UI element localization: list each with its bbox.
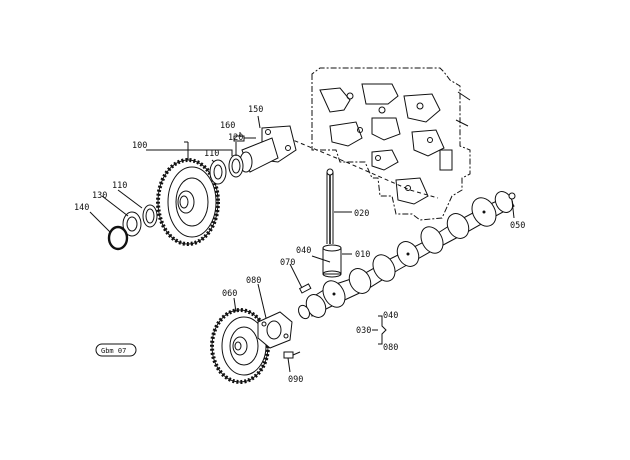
label-040-top: 040	[296, 246, 311, 256]
engine-block	[311, 67, 471, 221]
collar-110b	[142, 204, 158, 228]
label-110-upper: 110	[204, 149, 219, 159]
catalog-stamp: Gbm 07	[95, 343, 137, 357]
key-070	[298, 283, 312, 294]
bushing-120	[228, 154, 244, 178]
label-050: 050	[510, 221, 525, 231]
label-100: 100	[132, 141, 147, 151]
label-160: 160	[220, 121, 235, 131]
label-090: 090	[288, 375, 303, 385]
label-080-top: 080	[246, 276, 261, 286]
label-040-brace: 040	[383, 311, 398, 321]
label-110-lower: 110	[112, 181, 127, 191]
bolt-090	[283, 351, 301, 359]
snap-ring-140	[107, 225, 129, 251]
label-140: 140	[74, 203, 89, 213]
part-labels: 010 020 030 040 040 050 060 070 080 080 …	[74, 105, 525, 385]
thrust-plate	[257, 311, 293, 349]
label-010: 010	[355, 250, 370, 260]
camshaft	[297, 191, 515, 320]
idler-shaft	[239, 125, 297, 173]
washer-130	[122, 211, 142, 237]
leader-lines	[89, 115, 515, 373]
label-030: 030	[356, 326, 371, 336]
label-020: 020	[354, 209, 369, 219]
idler-gear	[156, 158, 220, 246]
label-080-brace: 080	[383, 343, 398, 353]
label-070: 070	[280, 258, 295, 268]
label-060: 060	[222, 289, 237, 299]
collar-110a	[209, 159, 227, 185]
tappet	[322, 244, 342, 278]
axis-line	[287, 137, 439, 199]
bolt-160	[233, 135, 256, 142]
label-130: 130	[92, 191, 107, 201]
plug-050	[508, 192, 516, 200]
stamp-text: Gbm 07	[101, 347, 126, 355]
label-120: 120	[228, 133, 243, 143]
label-150: 150	[248, 105, 263, 115]
push-rod	[326, 168, 334, 244]
